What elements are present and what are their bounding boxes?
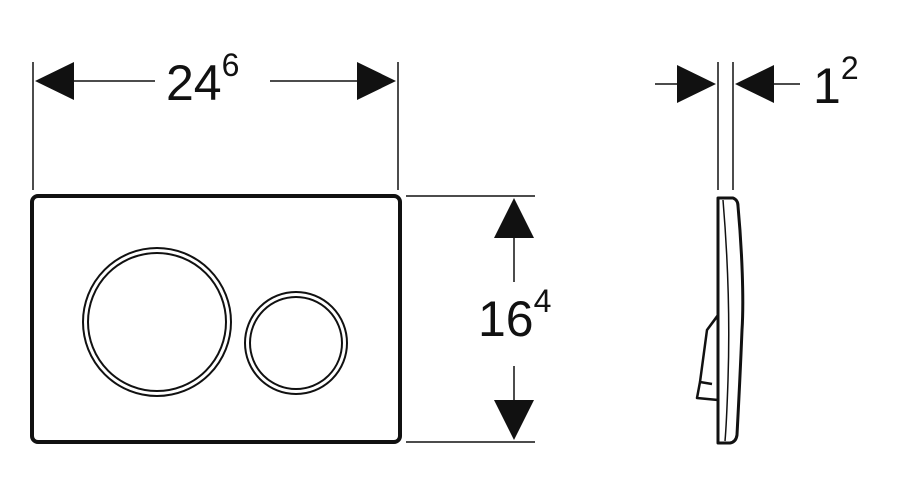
height-dimension: 164 [406, 195, 551, 443]
depth-arrow-right [735, 65, 774, 103]
small-button-outer-ring [244, 291, 348, 395]
svg-text:164: 164 [478, 283, 551, 347]
height-arrow-top [494, 198, 534, 238]
height-value-superscript: 4 [534, 283, 552, 319]
width-value-superscript: 6 [222, 47, 240, 83]
depth-value: 1 [813, 58, 841, 114]
svg-text:246: 246 [166, 47, 239, 111]
flush-plate-outline [30, 194, 402, 444]
width-value: 24 [166, 55, 222, 111]
front-view [30, 194, 402, 444]
svg-text:12: 12 [813, 50, 859, 114]
plate-side-profile [716, 196, 745, 445]
width-dimension: 246 [32, 47, 399, 190]
depth-value-superscript: 2 [841, 50, 859, 86]
depth-arrow-left [677, 65, 716, 103]
depth-dimension: 12 [655, 50, 859, 190]
width-arrow-left [35, 62, 74, 100]
large-button-inner-ring [87, 252, 227, 392]
height-value: 16 [478, 291, 534, 347]
large-button-outer-ring [82, 247, 232, 397]
side-view [695, 196, 745, 445]
width-arrow-right [357, 62, 396, 100]
height-arrow-bottom [494, 400, 534, 440]
plate-side-inner-line [722, 199, 730, 442]
small-button-inner-ring [249, 296, 343, 390]
mounting-clip [695, 314, 720, 402]
